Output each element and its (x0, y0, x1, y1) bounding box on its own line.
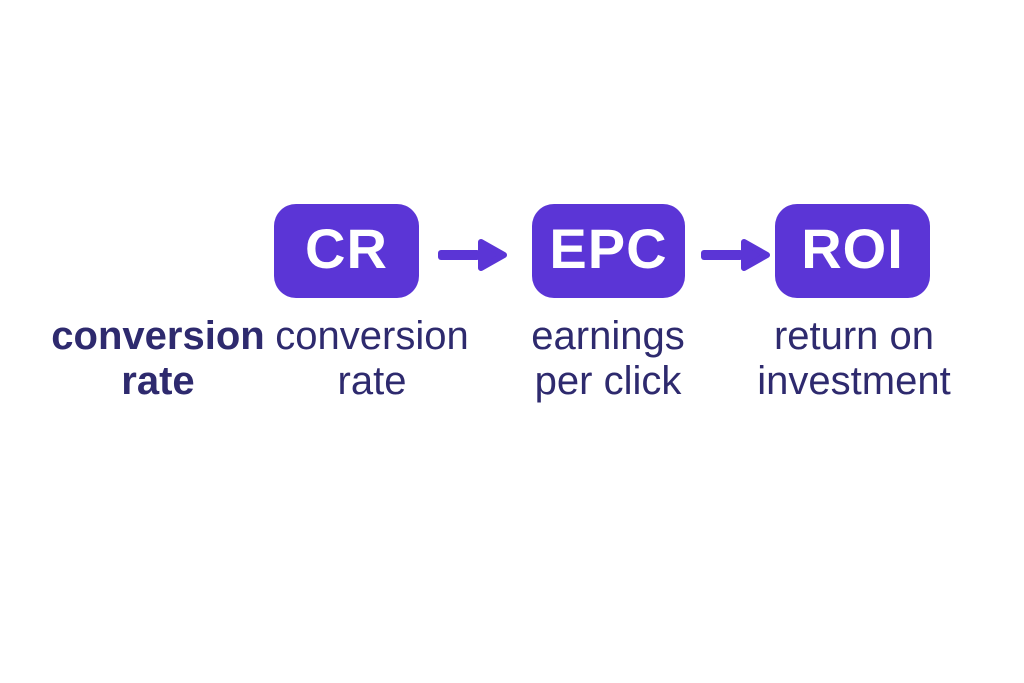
intro-term-line1: conversion (51, 314, 265, 358)
epc-definition-label: earnings per click (488, 314, 728, 404)
arrow-right-icon (437, 233, 509, 277)
arrow-right-icon (700, 233, 772, 277)
epc-definition-line2: per click (534, 359, 682, 403)
cr-definition-line1: conversion (275, 314, 469, 358)
epc-definition-line1: earnings (531, 314, 685, 358)
epc-box: EPC (532, 204, 685, 298)
cr-abbr-text: CR (305, 217, 388, 280)
epc-abbr-text: EPC (549, 217, 668, 280)
intro-term-line2: rate (121, 359, 195, 403)
roi-definition-line2: investment (757, 359, 951, 403)
cr-definition-label: conversion rate (252, 314, 492, 404)
roi-definition-label: return on investment (734, 314, 974, 404)
roi-box: ROI (775, 204, 930, 298)
roi-abbr-text: ROI (801, 217, 904, 280)
intro-term-label: conversion rate (38, 314, 278, 404)
roi-definition-line1: return on (773, 314, 935, 358)
cr-box: CR (274, 204, 419, 298)
cr-definition-line2: rate (337, 359, 407, 403)
